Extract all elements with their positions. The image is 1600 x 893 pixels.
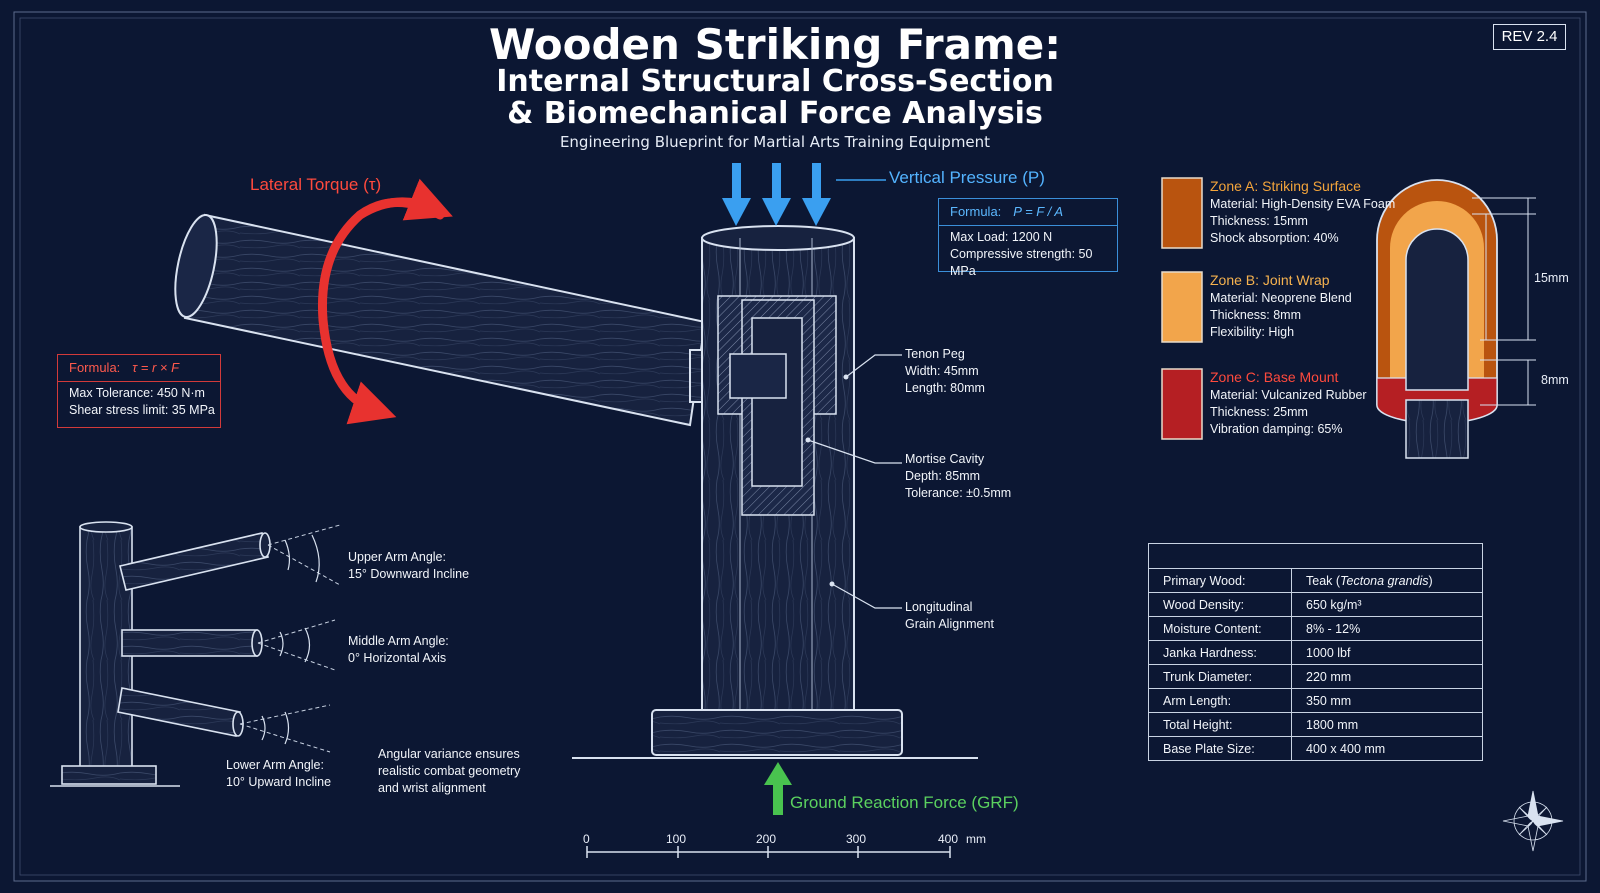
padding-cross-section bbox=[1376, 179, 1498, 459]
torque-label: Lateral Torque (τ) bbox=[250, 175, 382, 194]
pressure-formula-box: Formula: P = F / A Max Load: 1200 N Compr… bbox=[938, 198, 1118, 278]
torque-arrow bbox=[317, 178, 453, 425]
formula-label: Formula: bbox=[950, 204, 1002, 219]
torque-max: Max Tolerance: 450 N·m bbox=[69, 386, 205, 400]
table-row: Trunk Diameter:220 mm bbox=[1148, 664, 1483, 689]
angular-variance-note: Angular variance ensures realistic comba… bbox=[378, 747, 521, 795]
pressure-strength: Compressive strength: 50 MPa bbox=[950, 247, 1093, 278]
zone-a-swatch bbox=[1161, 177, 1203, 249]
zone-b-swatch bbox=[1161, 271, 1203, 343]
revision-badge: REV 2.4 bbox=[1493, 24, 1566, 50]
scale-tick-0: 0 bbox=[583, 832, 590, 846]
grain-leader bbox=[831, 583, 902, 609]
dimension-lines bbox=[1472, 197, 1536, 406]
side-view-dummy bbox=[50, 521, 271, 787]
mortise-leader bbox=[807, 439, 902, 464]
zone-c-info: Zone C: Base Mount Material: Vulcanized … bbox=[1210, 369, 1367, 436]
trunk bbox=[701, 225, 855, 711]
page-subtitle-2: & Biomechanical Force Analysis bbox=[507, 96, 1043, 131]
page-caption: Engineering Blueprint for Martial Arts T… bbox=[559, 133, 991, 151]
page-subtitle-1: Internal Structural Cross-Section bbox=[496, 64, 1054, 99]
pressure-label: Vertical Pressure (P) bbox=[889, 168, 1045, 187]
table-row: Arm Length:350 mm bbox=[1148, 688, 1483, 713]
pressure-arrows bbox=[722, 163, 831, 226]
scale-tick-300: 300 bbox=[846, 832, 867, 846]
table-header-row bbox=[1148, 543, 1483, 569]
specifications-table: Primary Wood:Teak (Tectona grandis) Wood… bbox=[1148, 543, 1483, 761]
torque-formula-box: Formula: τ = r × F Max Tolerance: 450 N·m… bbox=[57, 354, 221, 428]
grain-callout: Longitudinal Grain Alignment bbox=[905, 600, 994, 631]
zone-b-info: Zone B: Joint Wrap Material: Neoprene Bl… bbox=[1210, 272, 1352, 339]
table-row: Wood Density:650 kg/m³ bbox=[1148, 592, 1483, 617]
tenon-callout: Tenon Peg Width: 45mm Length: 80mm bbox=[905, 347, 985, 395]
dimension-15mm: 15mm bbox=[1534, 271, 1569, 285]
scale-tick-200: 200 bbox=[756, 832, 777, 846]
main-arm bbox=[174, 213, 707, 427]
table-row: Base Plate Size:400 x 400 mm bbox=[1148, 736, 1483, 761]
pressure-formula: P = F / A bbox=[1013, 204, 1064, 219]
table-row: Primary Wood:Teak (Tectona grandis) bbox=[1148, 568, 1483, 593]
zone-a-info: Zone A: Striking Surface Material: High-… bbox=[1210, 178, 1396, 245]
upper-arm-angle-label: Upper Arm Angle: 15° Downward Incline bbox=[348, 550, 470, 581]
pressure-max: Max Load: 1200 N bbox=[950, 230, 1053, 244]
torque-formula: τ = r × F bbox=[132, 360, 180, 375]
formula-label: Formula: bbox=[69, 360, 121, 375]
frame-border bbox=[13, 11, 1587, 882]
grf-arrow bbox=[764, 762, 792, 815]
scale-tick-400: 400 bbox=[938, 832, 959, 846]
angle-guides bbox=[239, 524, 341, 753]
scale-unit: mm bbox=[966, 832, 986, 846]
base-plate bbox=[651, 709, 903, 756]
zone-c-swatch bbox=[1161, 368, 1203, 440]
table-row: Moisture Content:8% - 12% bbox=[1148, 616, 1483, 641]
table-row: Total Height:1800 mm bbox=[1148, 712, 1483, 737]
scale-bar bbox=[586, 846, 951, 858]
dimension-8mm: 8mm bbox=[1541, 373, 1569, 387]
torque-shear: Shear stress limit: 35 MPa bbox=[69, 403, 215, 417]
grf-label: Ground Reaction Force (GRF) bbox=[790, 793, 1019, 812]
scale-tick-100: 100 bbox=[666, 832, 687, 846]
compass-rose-icon bbox=[1502, 790, 1564, 852]
mortise-callout: Mortise Cavity Depth: 85mm Tolerance: ±0… bbox=[905, 452, 1012, 500]
middle-arm-angle-label: Middle Arm Angle: 0° Horizontal Axis bbox=[348, 634, 449, 665]
page-title: Wooden Striking Frame: bbox=[488, 20, 1062, 69]
lower-arm-angle-label: Lower Arm Angle: 10° Upward Incline bbox=[226, 758, 332, 789]
table-row: Janka Hardness:1000 lbf bbox=[1148, 640, 1483, 665]
tenon-leader bbox=[845, 354, 902, 378]
